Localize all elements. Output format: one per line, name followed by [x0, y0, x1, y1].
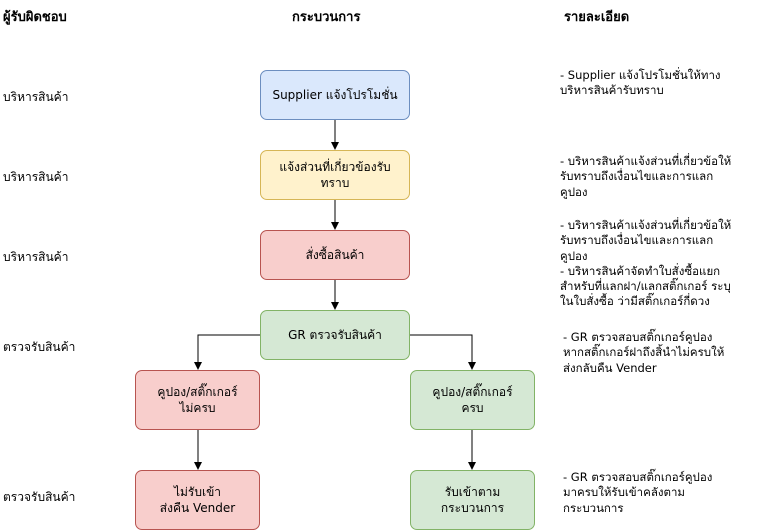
responsible-row-4: ตรวจรับสินค้า: [3, 340, 76, 354]
arrow-gr-to-incomplete: [194, 334, 260, 370]
arrow-gr-to-complete: [410, 334, 476, 370]
detail-row-5: - GR ตรวจสอบสติ๊กเกอร์คูปอง มาครบให้รับเ…: [563, 470, 713, 515]
node-accept-process: รับเข้าตาม กระบวนการ: [410, 470, 535, 530]
responsible-row-2: บริหารสินค้า: [3, 170, 69, 184]
node-place-order: สั่งซื้อสินค้า: [260, 230, 410, 280]
header-process: กระบวนการ: [292, 10, 361, 25]
responsible-row-1: บริหารสินค้า: [3, 90, 69, 104]
node-notify-related: แจ้งส่วนที่เกี่ยวข้องรับ ทราบ: [260, 150, 410, 200]
node-reject-return: ไม่รับเข้า ส่งคืน Vender: [135, 470, 260, 530]
node-coupon-complete: คูปอง/สติ๊กเกอร์ ครบ: [410, 370, 535, 430]
detail-row-4: - GR ตรวจสอบสติ๊กเกอร์คูปอง หากสติ๊กเกอร…: [563, 330, 725, 375]
detail-row-3: - บริหารสินค้าแจ้งส่วนที่เกี่ยวข้อให้ รั…: [560, 218, 732, 309]
responsible-row-3: บริหารสินค้า: [3, 250, 69, 264]
header-responsible: ผู้รับผิดชอบ: [3, 10, 67, 25]
responsible-row-5: ตรวจรับสินค้า: [3, 490, 76, 504]
node-coupon-incomplete: คูปอง/สติ๊กเกอร์ ไม่ครบ: [135, 370, 260, 430]
node-gr-receive: GR ตรวจรับสินค้า: [260, 310, 410, 360]
node-supplier-promotion: Supplier แจ้งโปรโมชั่น: [260, 70, 410, 120]
detail-row-2: - บริหารสินค้าแจ้งส่วนที่เกี่ยวข้อให้ รั…: [560, 154, 732, 199]
header-details: รายละเอียด: [564, 10, 630, 25]
detail-row-1: - Supplier แจ้งโปรโมชั่นให้ทาง บริหารสิน…: [560, 68, 721, 98]
